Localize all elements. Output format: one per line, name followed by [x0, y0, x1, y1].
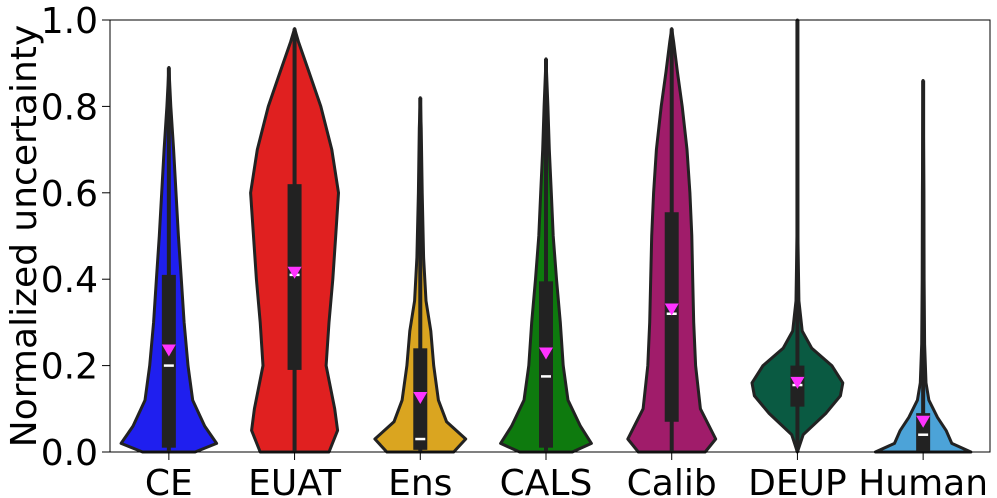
- x-tick-label-ens: Ens: [388, 463, 452, 498]
- iqr-box-cals: [539, 281, 553, 448]
- y-axis-label-group: Normalized uncertainty: [4, 25, 45, 447]
- violins: [119, 18, 973, 454]
- y-tick-label-1: 0.2: [41, 347, 98, 388]
- violin-ce: [119, 66, 219, 454]
- y-tick-label-2: 0.4: [41, 260, 98, 301]
- violin-human: [873, 79, 973, 454]
- y-tick-label-4: 0.8: [41, 87, 98, 128]
- x-tick-label-euat: EUAT: [248, 463, 342, 498]
- x-tick-label-ce: CE: [145, 463, 193, 498]
- violin-calib: [626, 27, 718, 454]
- mean-marker-euat: [287, 266, 302, 279]
- x-axis: CE EUAT Ens CALS Calib DEUP Human: [145, 452, 988, 498]
- violin-deup: [750, 18, 845, 454]
- iqr-box-calib: [664, 212, 679, 422]
- mean-marker-deup: [790, 376, 805, 389]
- iqr-box-human: [916, 413, 931, 452]
- plot-frame: [109, 19, 991, 453]
- mean-marker-cals: [539, 347, 553, 360]
- y-tick-label-0: 0.0: [41, 433, 98, 474]
- mean-marker-ens: [413, 392, 428, 404]
- x-tick-label-calib: Calib: [627, 463, 717, 498]
- y-axis-label: Normalized uncertainty: [4, 25, 45, 447]
- violin-euat: [249, 27, 340, 454]
- x-tick-label-deup: DEUP: [748, 463, 847, 498]
- mean-marker-calib: [664, 303, 679, 316]
- y-axis: 0.0 0.2 0.4 0.6 0.8 1.0: [41, 1, 110, 474]
- x-tick-label-human: Human: [858, 463, 988, 498]
- violin-cals: [499, 57, 593, 454]
- mean-marker-ce: [161, 344, 176, 357]
- iqr-box-ce: [161, 274, 176, 448]
- y-tick-label-5: 1.0: [41, 1, 98, 42]
- violin-ens: [373, 96, 468, 454]
- x-tick-label-cals: CALS: [500, 463, 593, 498]
- y-tick-label-3: 0.6: [41, 174, 98, 215]
- mean-marker-human: [916, 415, 931, 428]
